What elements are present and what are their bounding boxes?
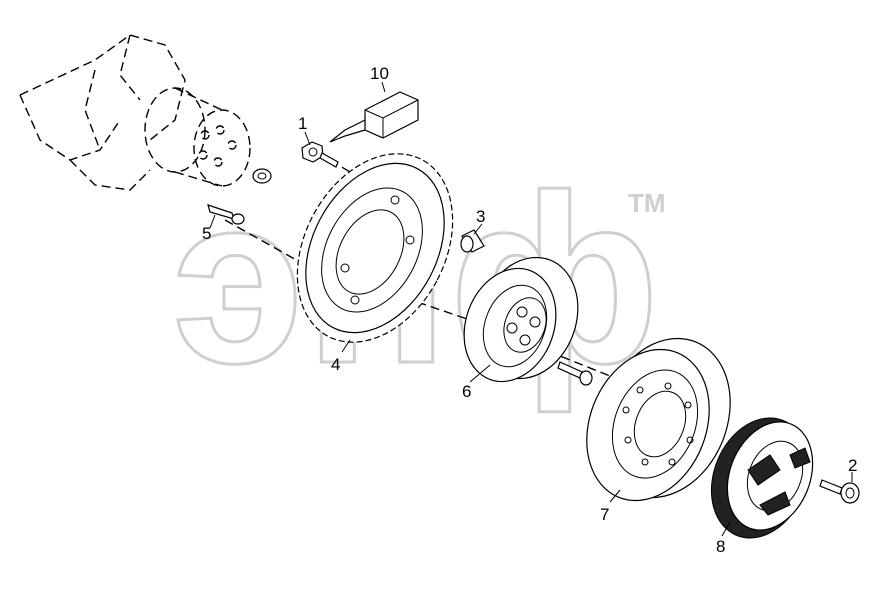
part-4-tone-wheel (296, 153, 454, 343)
part-10-sealant-tube (329, 91, 419, 143)
callout-4: 4 (331, 355, 340, 374)
part-1-nut (301, 141, 339, 168)
callout-2: 2 (848, 456, 857, 475)
crankshaft-phantom (19, 34, 251, 191)
callout-8: 8 (716, 537, 725, 556)
callout-10: 10 (370, 64, 389, 83)
watermark-trademark: TM (628, 188, 666, 218)
callout-labels: 10 1 3 5 4 6 2 7 8 (202, 64, 857, 556)
callout-6: 6 (462, 382, 471, 401)
leader-lines (209, 81, 853, 537)
callout-7: 7 (600, 505, 609, 524)
part-7-damper (586, 337, 731, 502)
part-2-bolt (819, 479, 860, 504)
part-3-sleeve (460, 229, 485, 253)
hub-bolt (557, 361, 593, 386)
callout-3: 3 (476, 207, 485, 226)
callout-1: 1 (298, 114, 307, 133)
part-5-bolt (207, 204, 245, 225)
callout-5: 5 (202, 224, 211, 243)
part-6-hub (463, 256, 579, 383)
spacer-ring (252, 168, 272, 184)
part-8-pulley (710, 417, 814, 539)
